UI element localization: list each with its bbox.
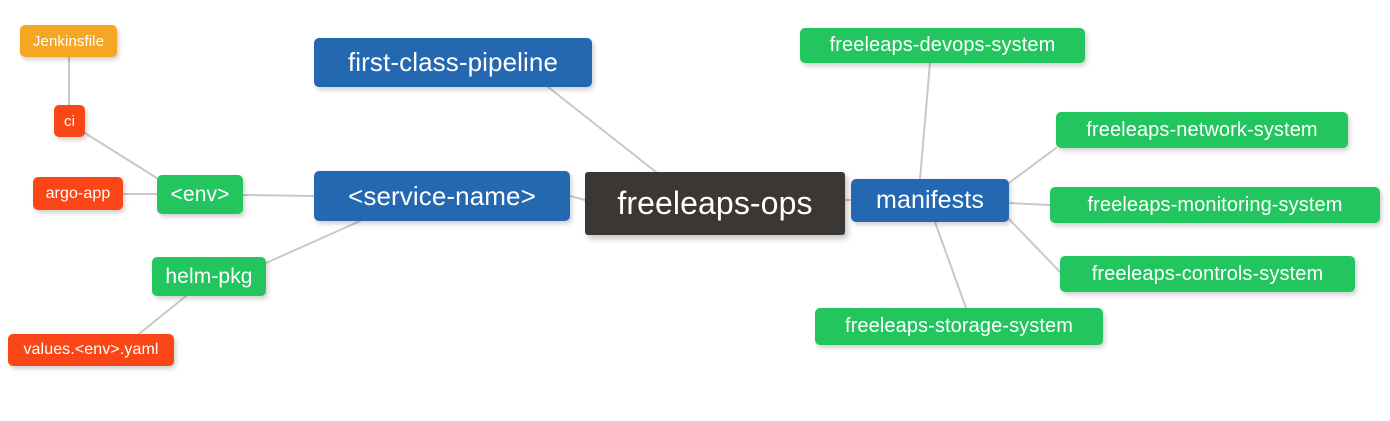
node-label: freeleaps-storage-system bbox=[844, 315, 1074, 337]
node-env[interactable]: <env> bbox=[157, 175, 243, 214]
edge-manifests-to-freeleaps-devops-system bbox=[919, 62, 931, 180]
node-label: freeleaps-controls-system bbox=[1091, 262, 1324, 285]
node-label: freeleaps-network-system bbox=[1086, 118, 1318, 141]
node-label: helm-pkg bbox=[165, 264, 253, 288]
edge-helm-pkg-to-values-env-yaml bbox=[138, 295, 187, 335]
node-manifests[interactable]: manifests bbox=[851, 179, 1009, 222]
edge-service-name-to-helm-pkg bbox=[265, 220, 361, 264]
node-label: freeleaps-ops bbox=[617, 185, 813, 221]
node-label: first-class-pipeline bbox=[347, 47, 559, 77]
node-label: argo-app bbox=[45, 184, 111, 202]
node-jenkinsfile[interactable]: Jenkinsfile bbox=[20, 25, 117, 57]
node-label: ci bbox=[63, 112, 76, 130]
node-freeleaps-ops[interactable]: freeleaps-ops bbox=[585, 172, 845, 235]
node-helm-pkg[interactable]: helm-pkg bbox=[152, 257, 266, 296]
node-ci[interactable]: ci bbox=[54, 105, 85, 137]
node-service-name[interactable]: <service-name> bbox=[314, 171, 570, 221]
edge-manifests-to-freeleaps-network-system bbox=[1008, 147, 1057, 184]
node-label: freeleaps-monitoring-system bbox=[1087, 193, 1343, 216]
node-label: manifests bbox=[876, 186, 984, 214]
node-freeleaps-devops-system[interactable]: freeleaps-devops-system bbox=[800, 28, 1085, 63]
node-values-env-yaml[interactable]: values.<env>.yaml bbox=[8, 334, 174, 366]
edge-manifests-to-freeleaps-storage-system bbox=[934, 221, 967, 309]
edge-manifests-to-freeleaps-controls-system bbox=[1008, 218, 1061, 273]
edge-manifests-to-freeleaps-monitoring-system bbox=[1008, 202, 1051, 206]
node-first-class-pipeline[interactable]: first-class-pipeline bbox=[314, 38, 592, 87]
edge-freeleaps-ops-to-service-name bbox=[569, 195, 586, 201]
edge-freeleaps-ops-to-first-class-pipeline bbox=[547, 86, 657, 173]
node-label: values.<env>.yaml bbox=[23, 341, 159, 358]
node-freeleaps-controls-system[interactable]: freeleaps-controls-system bbox=[1060, 256, 1355, 292]
edge-service-name-to-env bbox=[242, 194, 315, 197]
node-argo-app[interactable]: argo-app bbox=[33, 177, 123, 210]
node-label: freeleaps-devops-system bbox=[829, 34, 1056, 56]
node-label: <service-name> bbox=[348, 180, 536, 211]
node-freeleaps-network-system[interactable]: freeleaps-network-system bbox=[1056, 112, 1348, 148]
edge-env-to-ci bbox=[84, 132, 161, 181]
node-label: <env> bbox=[170, 182, 230, 206]
node-freeleaps-storage-system[interactable]: freeleaps-storage-system bbox=[815, 308, 1103, 345]
node-label: Jenkinsfile bbox=[32, 32, 105, 50]
node-freeleaps-monitoring-system[interactable]: freeleaps-monitoring-system bbox=[1050, 187, 1380, 223]
